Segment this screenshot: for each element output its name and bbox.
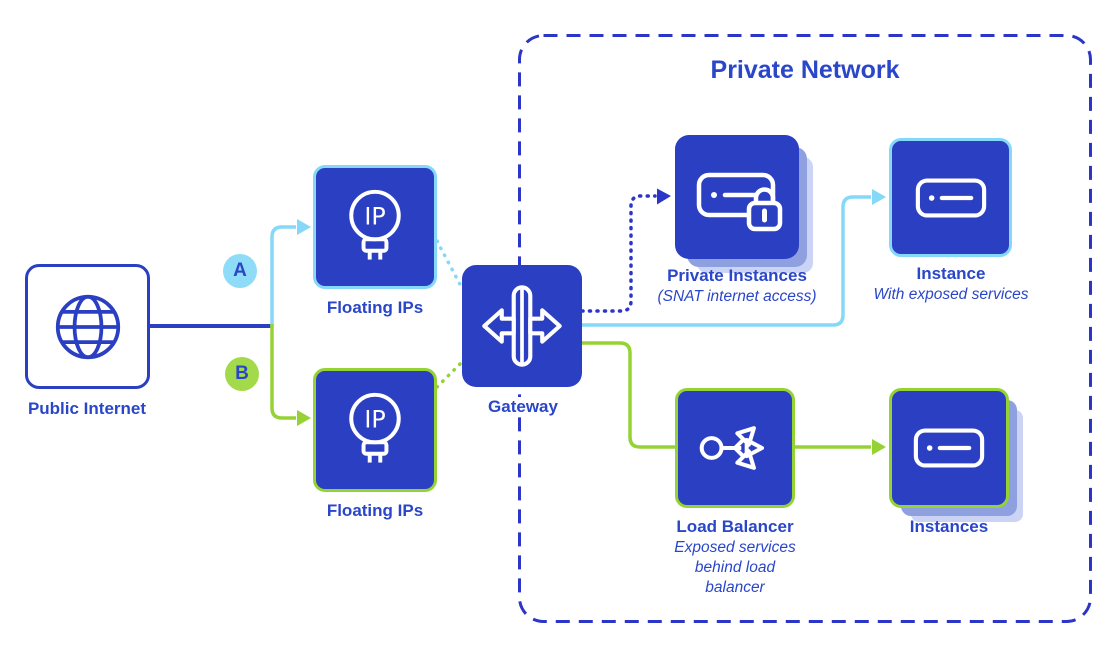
path-b-badge: B xyxy=(225,357,259,391)
svg-text:IP: IP xyxy=(364,405,385,433)
instance-sublabel: With exposed services xyxy=(873,286,1029,303)
instance-label: Instance xyxy=(916,264,986,283)
gateway-icon xyxy=(462,265,582,387)
floating-ips-a-label: Floating IPs xyxy=(326,298,424,317)
svg-text:IP: IP xyxy=(364,202,385,230)
node-instances xyxy=(889,388,1009,508)
wire-fip-a-gateway xyxy=(435,239,465,292)
arrowhead-fip-b xyxy=(297,410,311,426)
path-a-badge: A xyxy=(223,254,257,288)
node-gateway xyxy=(462,265,582,387)
wire-junction-fip-b xyxy=(270,324,296,420)
floating-ips-b-label: Floating IPs xyxy=(326,501,424,520)
load-balancer-label: Load Balancer xyxy=(676,517,794,536)
load-balancer-icon xyxy=(678,391,792,505)
ip-icon: IP xyxy=(316,371,434,489)
globe-icon xyxy=(28,267,147,386)
private-instances-sublabel: (SNAT internet access) xyxy=(657,288,817,305)
server-icon xyxy=(892,141,1009,254)
wire-gateway-private-instances xyxy=(580,194,657,313)
node-public-internet xyxy=(25,264,150,389)
private-network-title: Private Network xyxy=(710,56,900,84)
arrowhead-instance xyxy=(872,189,886,205)
public-internet-label: Public Internet xyxy=(27,399,147,418)
node-private-instances xyxy=(675,135,799,259)
instances-label: Instances xyxy=(909,517,989,536)
node-instance xyxy=(889,138,1012,257)
node-floating-ips-b: IP xyxy=(313,368,437,492)
wire-junction-fip-a xyxy=(270,225,296,328)
arrowhead-instances xyxy=(872,439,886,455)
wire-gateway-lb-instances xyxy=(582,341,871,449)
gateway-label: Gateway xyxy=(462,397,584,417)
node-load-balancer xyxy=(675,388,795,508)
node-floating-ips-a: IP xyxy=(313,165,437,289)
ip-icon: IP xyxy=(316,168,434,286)
load-balancer-sublabel: Exposed services behind load balancer xyxy=(674,539,796,596)
arrowhead-private-instances xyxy=(657,188,671,205)
private-instances-label: Private Instances xyxy=(667,266,807,285)
arrowhead-fip-a xyxy=(297,219,311,235)
server-lock-icon xyxy=(675,135,799,259)
wire-gateway-instance xyxy=(582,195,871,327)
server-icon xyxy=(892,391,1006,505)
wire-fip-b-gateway xyxy=(435,359,465,389)
